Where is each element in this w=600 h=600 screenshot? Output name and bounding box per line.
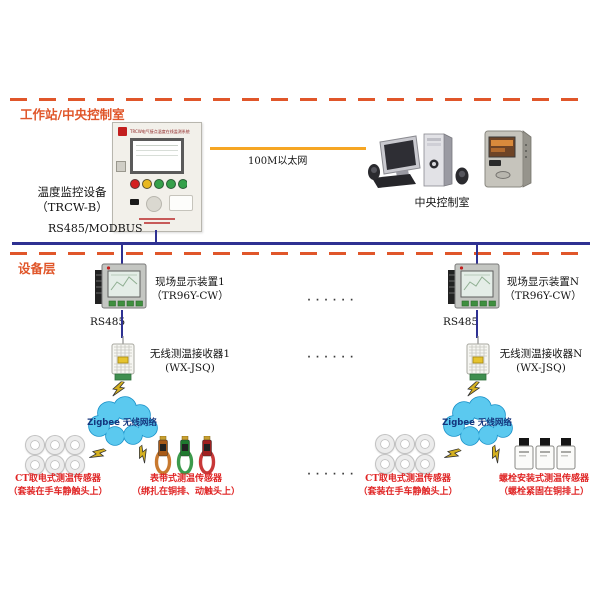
ct-ring [376, 435, 394, 453]
wireless-receiver-N-label: 无线测温接收器N (WX-JSQ) [499, 348, 583, 374]
bus-to-displayN-connector [476, 244, 478, 268]
panel-to-bus-connector [155, 230, 157, 243]
ct-ring [46, 456, 64, 474]
ct-ring [66, 456, 84, 474]
modbus-bus-label: RS485/MODBUS [48, 222, 143, 235]
workstation-computer [368, 133, 469, 188]
workstation-layer-title: 工作站/中央控制室 [20, 107, 125, 122]
band-sensors [154, 436, 216, 475]
rs485-label-left: RS485 [90, 316, 126, 328]
panel-logo-icon [118, 127, 127, 136]
ct-sensor-label-left: CT取电式测温传感器 （套装在手车静触头上） [8, 474, 108, 498]
ups-device [484, 130, 532, 188]
displayN-to-receiverN-connector [476, 310, 478, 338]
temperature-monitor-panel: TRCW电气接点温度在线监测系统 [112, 122, 202, 232]
workstation-layer-divider [10, 98, 586, 101]
bus-to-display1-connector [121, 244, 123, 268]
ethernet-label: 100M以太网 [248, 156, 308, 167]
panel-side-button [116, 161, 126, 172]
ct-ring [26, 436, 44, 454]
wireless-bolt-icon-right [467, 380, 481, 397]
rs485-label-right: RS485 [443, 316, 479, 328]
ellipsis-sensors: ······ [306, 469, 358, 480]
wireless-receiver-1 [111, 336, 135, 381]
panel-switch [130, 199, 139, 205]
wireless-receiver-1-label: 无线测温接收器1 (WX-JSQ) [149, 348, 231, 374]
ct-ring [46, 436, 64, 454]
ellipsis-displays: ······ [306, 295, 358, 306]
ct-ring [26, 456, 44, 474]
ct-ring [416, 435, 434, 453]
ct-ring-sensors-left [26, 436, 90, 474]
zigbee-cloud-left: Zigbee 无线网络 [87, 396, 158, 446]
panel-card-slot [169, 195, 193, 211]
cloud-to-ct-bolt-icon-left [89, 448, 108, 459]
panel-buzzer [146, 196, 162, 212]
control-room-label: 中央控制室 [414, 196, 470, 209]
field-display-1-label: 现场显示装置1 （TR96Y-CW） [151, 276, 229, 302]
cloud-to-bolt-sensor-bolt-icon [492, 444, 500, 464]
device-layer-divider [10, 252, 586, 255]
ct-sensor-label-right: CT取电式测温传感器 （套装在手车静触头上） [358, 474, 458, 498]
wireless-receiver-N [466, 336, 490, 381]
device-layer-title: 设备层 [18, 261, 56, 276]
panel-footer-text [139, 218, 175, 220]
zigbee-cloud-right: Zigbee 无线网络 [442, 396, 513, 446]
wireless-bolt-icon [112, 380, 126, 397]
field-display-N-label: 现场显示装置N （TR96Y-CW） [504, 276, 582, 302]
field-display-device-1 [95, 263, 147, 309]
panel-footer-text2 [144, 222, 170, 224]
ct-ring [66, 436, 84, 454]
cloud-to-ct-bolt-icon-right [444, 448, 463, 459]
ct-ring [396, 435, 414, 453]
bolt-mounted-sensors [514, 438, 576, 470]
zigbee-label-right: Zigbee 无线网络 [442, 417, 512, 428]
band-sensor-label: 表带式测温传感器 （绑扎在铜排、动触头上） [131, 474, 240, 498]
panel-led-row [130, 179, 187, 189]
display1-to-receiver1-connector [121, 310, 123, 338]
ct-ring [376, 455, 394, 473]
panel-screen [130, 138, 184, 174]
panel-header-text: TRCW电气接点温度在线监测系统 [130, 129, 190, 134]
ct-ring-sensors-right [376, 435, 440, 473]
ellipsis-receivers: ······ [306, 352, 358, 363]
bolt-sensor-label: 螺栓安装式测温传感器 （螺栓紧固在铜排上） [498, 474, 589, 498]
monitor-panel-label: 温度监控设备 （TRCW-B） [36, 185, 108, 214]
ct-ring [416, 455, 434, 473]
zigbee-label-left: Zigbee 无线网络 [87, 417, 157, 428]
cloud-to-band-bolt-icon-left [139, 444, 147, 464]
ct-ring [396, 455, 414, 473]
field-display-device-N [448, 263, 500, 309]
ethernet-link-line [210, 147, 366, 150]
modbus-bus-line [12, 242, 590, 245]
